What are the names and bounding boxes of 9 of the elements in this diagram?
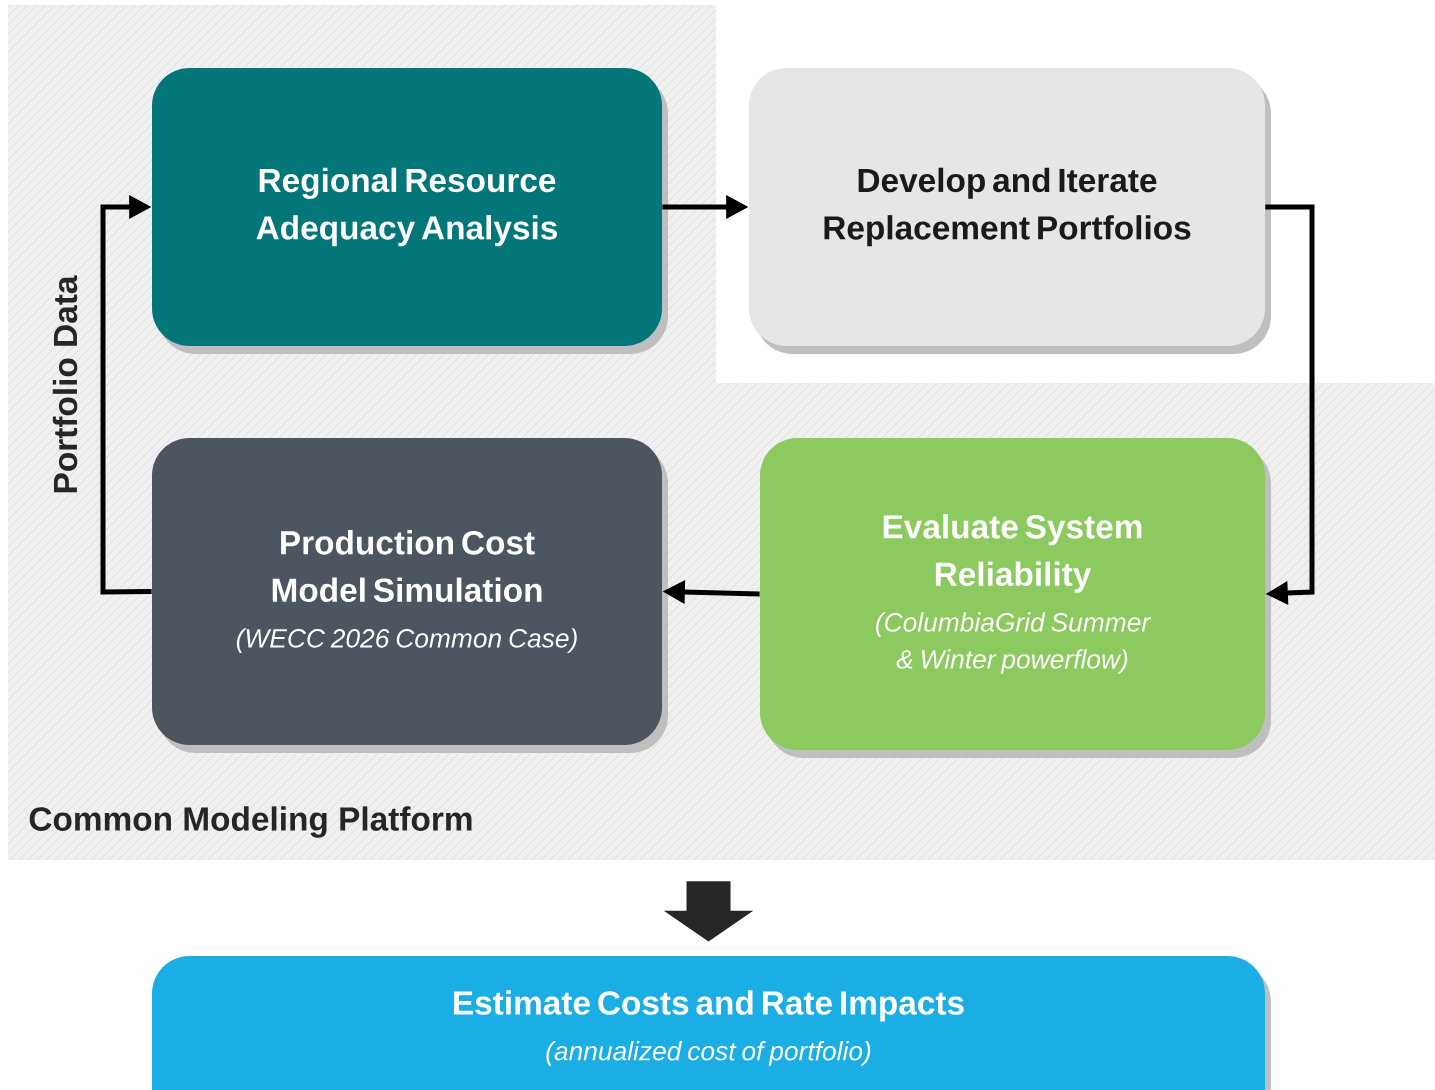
process-box: Evaluate System Reliability (ColumbiaGrid Summer & Winter powerflow) (760, 438, 1271, 758)
analysis-box: Regional Resource Adequacy Analysis (152, 68, 668, 354)
arrow (1265, 204, 1315, 606)
platform-label: Common Modeling Platform (29, 806, 472, 838)
process-box: Production Cost Model Simulation (WECC 2026 Common Case) (152, 438, 668, 753)
process-box: Develop and Iterate Replacement Portfolios (749, 68, 1271, 354)
edge-label: Portfolio Data (52, 275, 78, 493)
result-box: Estimate Costs and Rate Impacts (annualized cost of portfolio) (152, 956, 1271, 1090)
arrow (100, 195, 152, 595)
